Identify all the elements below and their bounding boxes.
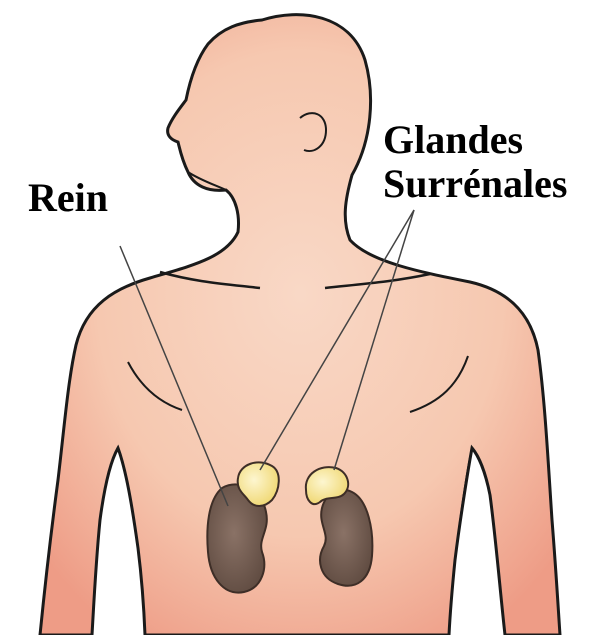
- body-silhouette: [40, 15, 560, 635]
- adrenal-label-line-2: Surrénales: [383, 162, 567, 206]
- right-kidney: [320, 490, 372, 586]
- kidney-label: Rein: [28, 176, 108, 220]
- adrenal-label-line-1: Glandes: [383, 118, 567, 162]
- adrenal-glands-label: Glandes Surrénales: [383, 118, 567, 206]
